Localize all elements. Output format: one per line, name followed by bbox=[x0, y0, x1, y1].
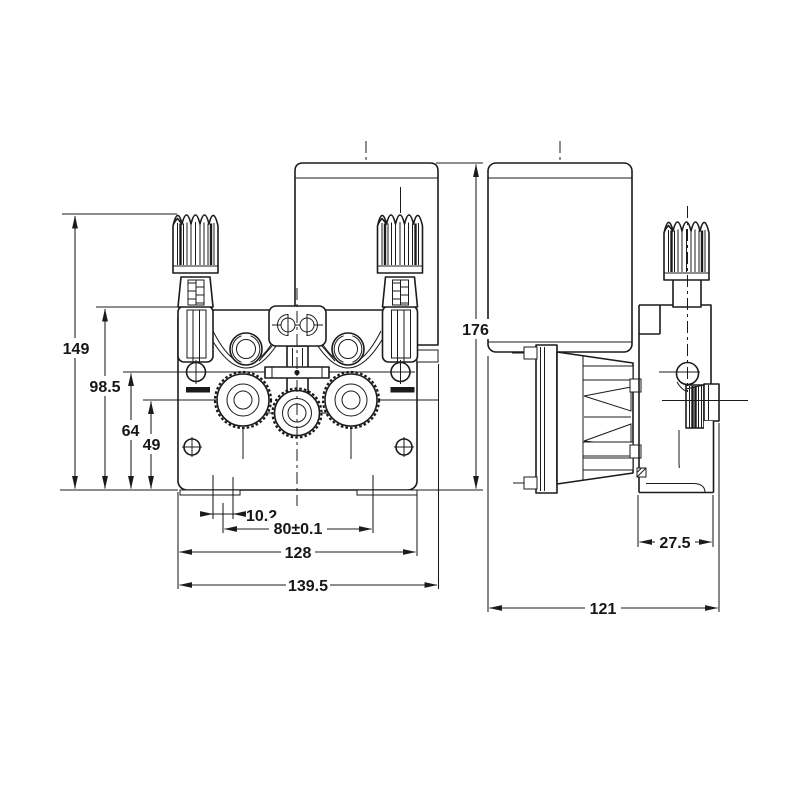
foot-right bbox=[356, 489, 418, 496]
dim-label-27-5: 27.5 bbox=[659, 535, 690, 552]
body-foot bbox=[636, 421, 715, 494]
dim-height-98-5: 98.5 bbox=[85, 306, 180, 490]
dim-label-176: 176 bbox=[462, 322, 489, 339]
dim-width-128: 128 bbox=[177, 492, 418, 589]
motor-housing-side bbox=[487, 162, 633, 353]
dim-label-128: 128 bbox=[285, 545, 312, 562]
dim-label-49: 49 bbox=[143, 437, 161, 454]
pressure-roller-edge bbox=[685, 384, 705, 429]
dim-depth-27-5: 27.5 bbox=[637, 495, 714, 552]
dim-height-149: 149 bbox=[59, 213, 178, 491]
side-view bbox=[487, 141, 748, 494]
dim-label-80: 80±0.1 bbox=[274, 521, 323, 538]
dim-depth-121: 121 bbox=[487, 356, 720, 618]
gearbox-cone bbox=[556, 351, 642, 485]
dim-label-64: 64 bbox=[122, 423, 140, 440]
wire-point bbox=[294, 369, 300, 376]
dim-width-139-5: 139.5 bbox=[178, 364, 440, 595]
feeder-body-side bbox=[636, 206, 748, 494]
motor-flange bbox=[512, 344, 558, 494]
housing-tab bbox=[416, 349, 439, 363]
guide-bracket bbox=[268, 305, 327, 347]
lever-link-left bbox=[258, 345, 273, 362]
foot-left bbox=[179, 489, 241, 496]
pressure-roller-right bbox=[331, 332, 365, 366]
front-view bbox=[173, 141, 439, 506]
dim-label-121: 121 bbox=[590, 601, 617, 618]
dim-label-149: 149 bbox=[63, 341, 90, 358]
dim-height-64: 64 bbox=[119, 371, 182, 490]
dim-width-80: 80±0.1 bbox=[222, 475, 374, 538]
pressure-roller-left bbox=[229, 332, 263, 366]
tension-knob-side bbox=[662, 220, 711, 282]
dim-height-176: 176 bbox=[417, 162, 493, 491]
guide-boss bbox=[703, 383, 720, 422]
dim-height-49: 49 bbox=[140, 399, 216, 490]
lever-link-right bbox=[321, 345, 336, 362]
dim-label-139-5: 139.5 bbox=[288, 578, 328, 595]
dimension-layer: 149 98.5 64 49 176 bbox=[59, 162, 720, 618]
dim-label-98-5: 98.5 bbox=[89, 379, 120, 396]
